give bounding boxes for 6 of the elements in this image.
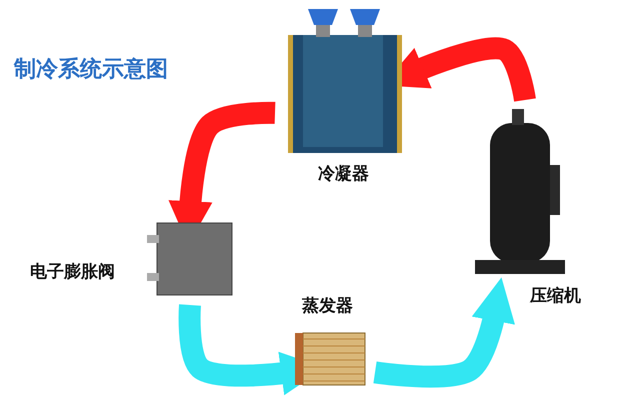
- component-label: 压缩机: [530, 285, 581, 307]
- curved-arrow: [373, 277, 515, 388]
- component-label: 冷凝器: [318, 163, 369, 185]
- diagram-title: 制冷系统示意图: [14, 56, 168, 84]
- component-label: 电子膨胀阀: [30, 261, 115, 283]
- component-label: 蒸发器: [302, 295, 353, 317]
